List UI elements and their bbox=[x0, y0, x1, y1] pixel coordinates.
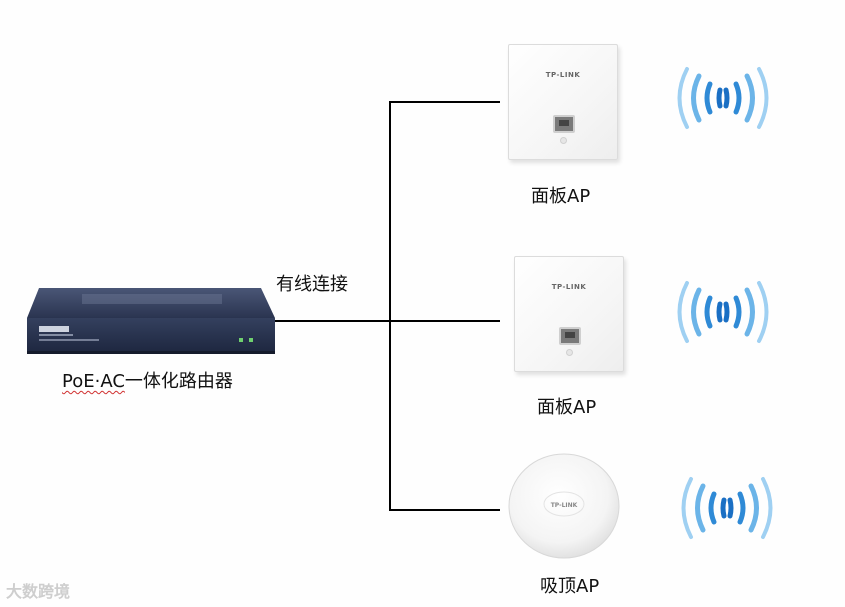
panel-ap-device: TP-LINK bbox=[508, 44, 618, 160]
ap-brand-logo: TP-LINK bbox=[551, 502, 578, 509]
router-label: PoE·AC一体化路由器 bbox=[62, 367, 233, 393]
ap-brand-logo: TP-LINK bbox=[551, 283, 587, 291]
ap-brand-logo: TP-LINK bbox=[545, 71, 581, 79]
wifi-signal-icon bbox=[677, 281, 769, 343]
ap-label: 面板AP bbox=[537, 397, 597, 418]
ap-label: 吸顶AP bbox=[540, 576, 600, 597]
panel-ap-device: TP-LINK bbox=[514, 256, 624, 372]
ap-label: 面板AP bbox=[531, 186, 591, 207]
wifi-signal-icon bbox=[677, 67, 769, 129]
ceiling-ap-device: TP-LINK bbox=[508, 453, 620, 559]
router-label-suffix: 一体化路由器 bbox=[124, 371, 233, 392]
status-led-icon bbox=[566, 349, 573, 356]
ethernet-port-icon bbox=[559, 327, 581, 345]
router-device bbox=[27, 288, 275, 354]
status-led-icon bbox=[560, 137, 567, 144]
wifi-signal-icon bbox=[681, 477, 773, 539]
ethernet-port-icon bbox=[553, 115, 575, 133]
watermark: 大数跨境 bbox=[6, 582, 71, 601]
connection-label: 有线连接 bbox=[276, 274, 348, 295]
router-label-prefix: PoE·AC bbox=[62, 371, 125, 392]
